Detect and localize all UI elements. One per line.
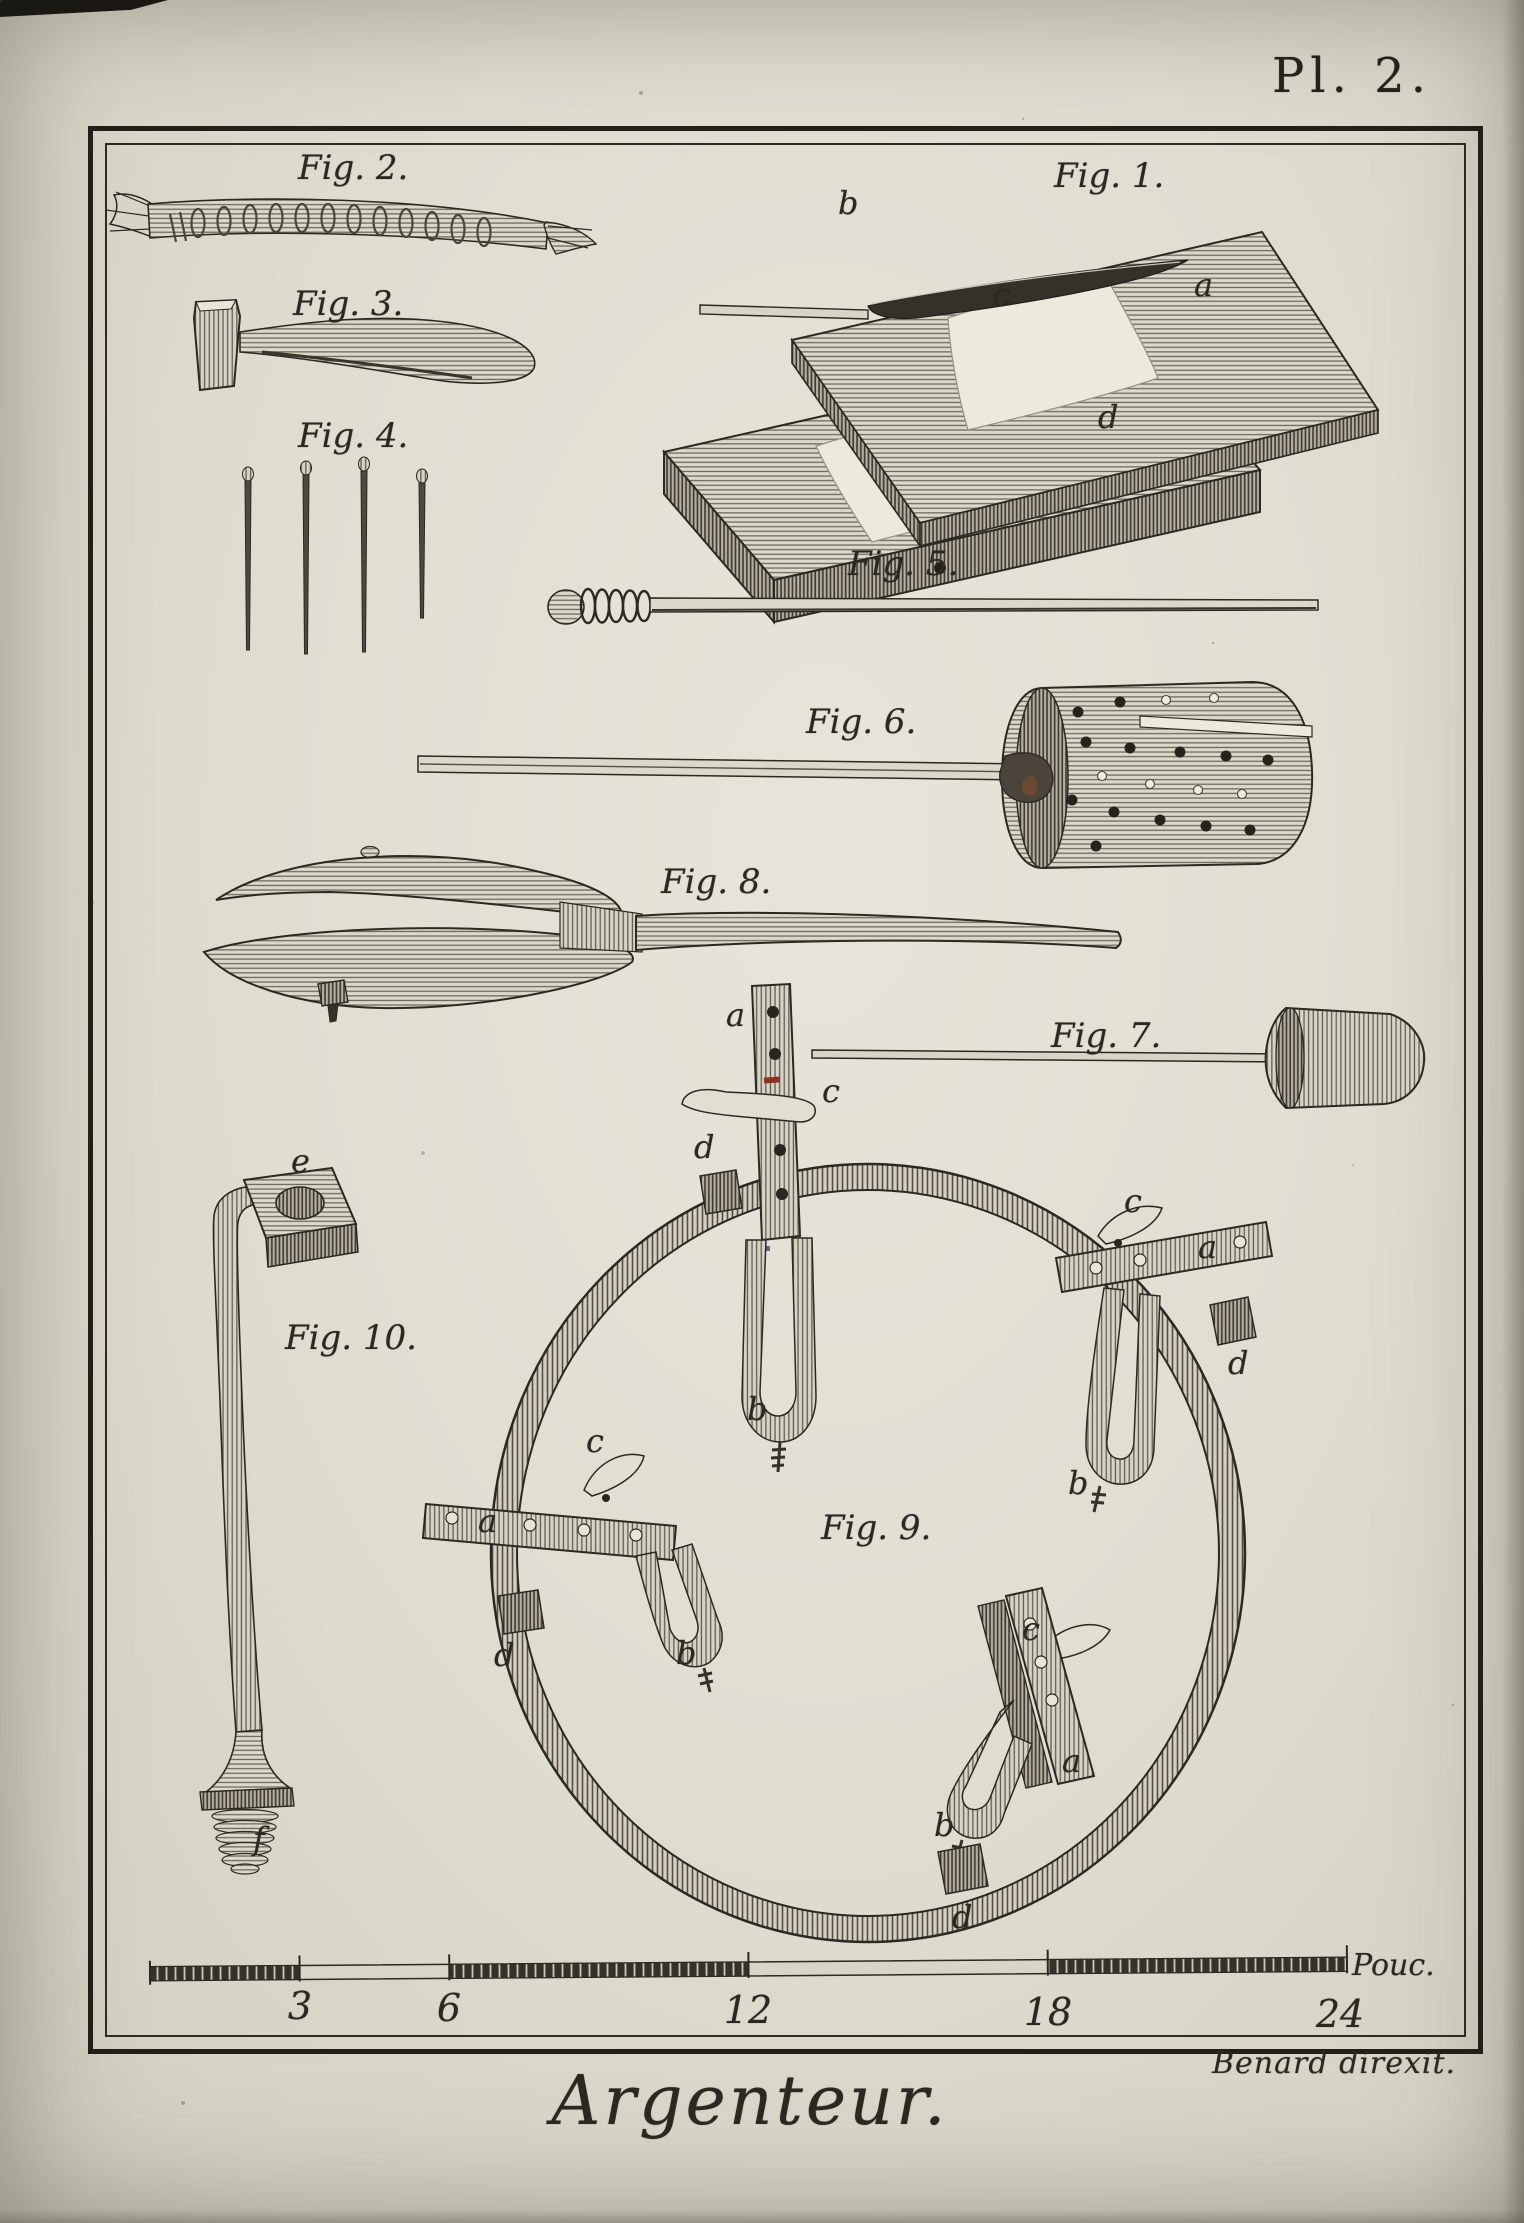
fig9-left-part-b: b (676, 1634, 697, 1672)
fig4-pins (242, 456, 428, 655)
fig8-shears (202, 845, 1122, 1023)
fig9-top-part-b: b (747, 1390, 768, 1428)
fig9-top-part-c: c (822, 1072, 840, 1110)
fig9-top-part-d: d (694, 1128, 715, 1166)
fig9-clamp-top (681, 982, 817, 1473)
scale-tick-18: 18 (1023, 1990, 1073, 2034)
fig9-clamp-left (421, 1453, 723, 1693)
fig8-label: Fig. 8. (661, 862, 772, 902)
photo-edge-bottom (0, 2209, 1524, 2223)
fig9-clamp-bottom (937, 1586, 1112, 1895)
fig1-cushion-drawer (662, 230, 1380, 625)
fig9-left-part-d: d (494, 1636, 515, 1674)
fig6-perforated-drum (417, 680, 1314, 870)
fig9-clamp-right (1054, 1205, 1274, 1513)
fig1-label: Fig. 1. (1054, 156, 1165, 196)
scale-unit-label: Pouc. (1352, 1948, 1435, 1983)
fig7-label: Fig. 7. (1051, 1016, 1162, 1056)
fig9-right-part-d: d (1228, 1344, 1249, 1382)
fig5-label: Fig. 5. (848, 544, 959, 584)
scale-tick-6: 6 (436, 1986, 462, 2030)
scale-tick-3: 3 (287, 1984, 313, 2028)
fig10-bent-rod (199, 1166, 359, 1875)
fig9-bottom-part-c: c (1022, 1610, 1040, 1648)
fig2-label: Fig. 2. (298, 148, 409, 188)
fig9-bottom-part-d: d (952, 1898, 973, 1936)
fig1-part-b: b (838, 184, 859, 222)
photo-edge-right (1502, 0, 1524, 2223)
plate-border-inner (105, 143, 1466, 2037)
paper-specks (0, 0, 2, 2)
fig10-part-f: f (253, 1820, 265, 1858)
fig9-hoop (489, 1162, 1247, 1944)
fig5-coiled-rod (547, 587, 1319, 625)
fig3-label: Fig. 3. (293, 284, 404, 324)
plate-border (88, 126, 1483, 2054)
fig9-left-part-c: c (586, 1422, 604, 1460)
fig9-top-part-a: a (726, 996, 746, 1034)
fig3-hammer (192, 298, 536, 392)
fig9-right-part-c: c (1124, 1182, 1142, 1220)
scale-tick-12: 12 (723, 1988, 773, 2032)
fig10-label: Fig. 10. (285, 1318, 417, 1358)
fig7-knob-rod (811, 1006, 1426, 1110)
plate-title: Argenteur. (551, 2062, 949, 2141)
fig2-wrapped-stick (105, 191, 598, 255)
plate-number: Pl. 2. (1272, 48, 1432, 104)
fig9-bottom-part-a: a (1062, 1742, 1082, 1780)
fig4-label: Fig. 4. (298, 416, 409, 456)
scale-tick-24: 24 (1315, 1992, 1365, 2036)
fig1-part-c: c (993, 276, 1011, 314)
engraver-credit: Benard direxit. (1212, 2046, 1457, 2081)
scale-bar (148, 1945, 1349, 1985)
fig9-left-part-a: a (478, 1502, 498, 1540)
fig9-right-part-a: a (1198, 1228, 1218, 1266)
fig9-label: Fig. 9. (821, 1508, 932, 1548)
fig10-part-e: e (291, 1142, 310, 1180)
fig6-label: Fig. 6. (806, 702, 917, 742)
fig9-bottom-part-b: b (934, 1806, 955, 1844)
fig9-right-part-b: b (1068, 1464, 1089, 1502)
fig1-part-a: a (1194, 266, 1214, 304)
fig1-part-d: d (1098, 398, 1119, 436)
